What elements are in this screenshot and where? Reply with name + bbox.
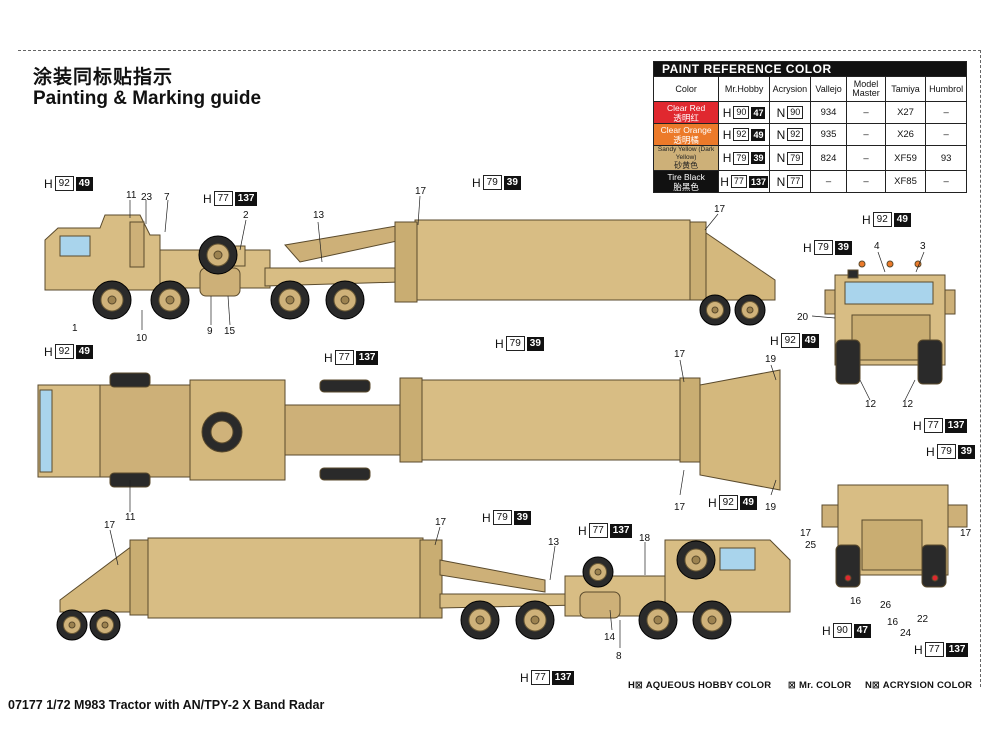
part-number: 11 bbox=[126, 190, 137, 201]
part-number: 11 bbox=[125, 512, 136, 523]
part-number: 26 bbox=[880, 600, 892, 611]
part-number: 1 bbox=[72, 323, 78, 334]
part-number: 17 bbox=[960, 528, 972, 539]
part-number: 19 bbox=[765, 502, 777, 513]
part-number: 17 bbox=[415, 186, 427, 197]
col-vallejo: Vallejo bbox=[809, 76, 848, 102]
part-number: 13 bbox=[548, 537, 560, 548]
col-modelmaster: Model Master bbox=[846, 76, 886, 102]
title-chinese: 涂装同标贴指示 bbox=[33, 66, 174, 88]
part-number: 17 bbox=[674, 349, 686, 360]
swatch-sandy-yellow: Sandy Yellow (Dark Yellow)砂黄色 bbox=[652, 145, 720, 171]
side-view-left bbox=[44, 214, 776, 326]
part-number: 7 bbox=[164, 192, 170, 203]
front-view bbox=[824, 260, 956, 385]
legend-mr-color: ⊠ Mr. COLOR bbox=[788, 680, 852, 691]
part-number: 18 bbox=[639, 533, 651, 544]
top-view bbox=[37, 369, 781, 491]
part-number: 16 bbox=[887, 617, 899, 628]
part-number: 12 bbox=[865, 399, 877, 410]
title-english: Painting & Marking guide bbox=[33, 88, 262, 109]
part-number: 13 bbox=[313, 210, 325, 221]
part-number: 25 bbox=[805, 540, 817, 551]
side-view-right bbox=[56, 537, 791, 641]
part-number: 15 bbox=[224, 326, 236, 337]
paint-reference-table: PAINT REFERENCE COLOR Color Mr.Hobby Acr… bbox=[652, 61, 967, 193]
part-number: 22 bbox=[917, 614, 929, 625]
part-number: 2 bbox=[243, 210, 249, 221]
part-number: 14 bbox=[604, 632, 616, 643]
part-number: 12 bbox=[902, 399, 914, 410]
product-title: 07177 1/72 M983 Tractor with AN/TPY-2 X … bbox=[8, 698, 325, 712]
part-number: 20 bbox=[797, 312, 809, 323]
part-number: 19 bbox=[765, 354, 777, 365]
part-number: 16 bbox=[850, 596, 862, 607]
page-frame bbox=[18, 50, 981, 687]
col-mrhobby: Mr.Hobby bbox=[718, 76, 771, 102]
part-number: 4 bbox=[874, 241, 880, 252]
part-number: 9 bbox=[207, 326, 213, 337]
part-number: 17 bbox=[435, 517, 447, 528]
rear-view bbox=[821, 484, 968, 588]
part-number: 17 bbox=[714, 204, 726, 215]
legend-aqueous: H⊠ AQUEOUS HOBBY COLOR bbox=[628, 680, 772, 691]
part-number: 10 bbox=[136, 333, 148, 344]
part-number: 17 bbox=[104, 520, 116, 531]
part-number: 24 bbox=[900, 628, 912, 639]
part-number: 17 bbox=[674, 502, 686, 513]
part-number: 17 bbox=[800, 528, 812, 539]
part-number: 23 bbox=[141, 192, 153, 203]
leader-lines bbox=[109, 195, 925, 648]
col-acrysion: Acrysion bbox=[769, 76, 811, 102]
paint-table-heading: PAINT REFERENCE COLOR bbox=[653, 61, 967, 77]
part-number: 3 bbox=[920, 241, 926, 252]
part-number: 8 bbox=[616, 651, 622, 662]
legend-acrysion: N⊠ ACRYSION COLOR bbox=[865, 680, 973, 691]
